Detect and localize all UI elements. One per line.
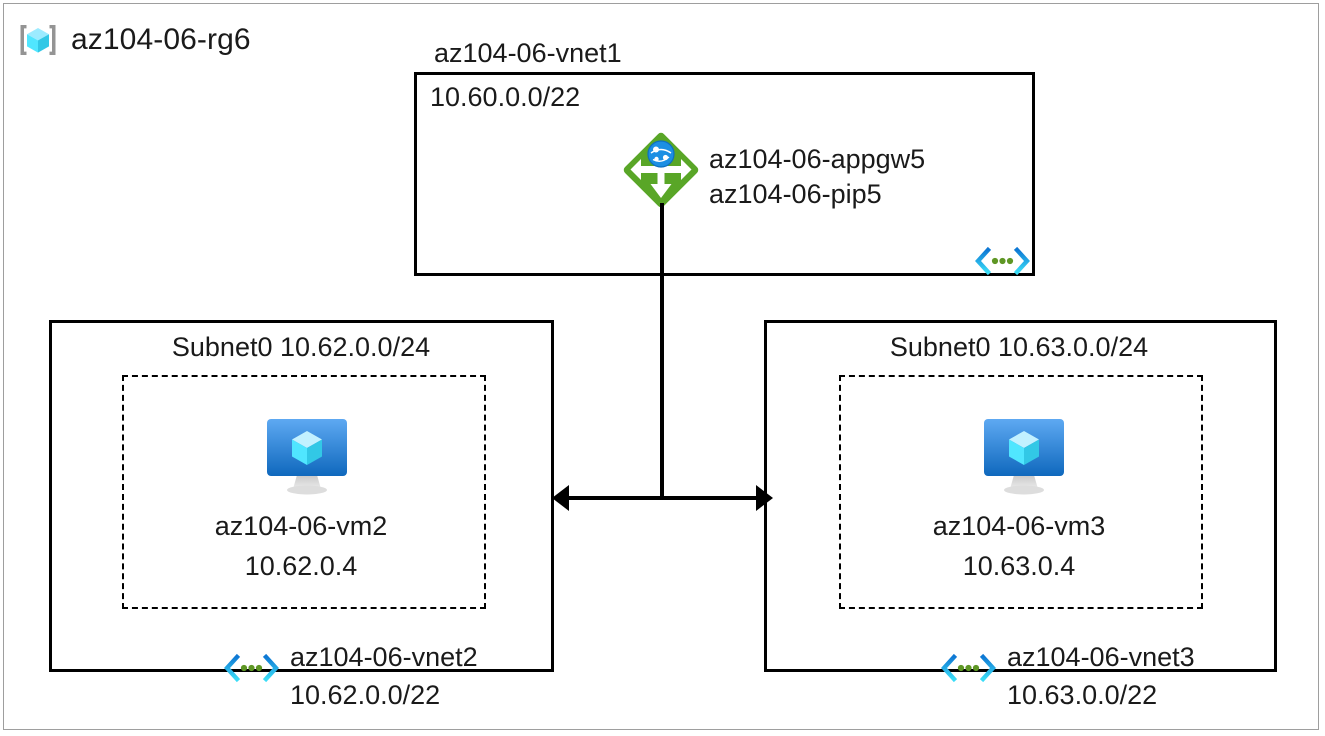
vnet2-subnet-header: Subnet0 10.62.0.0/24 [171, 332, 431, 362]
vnet3-cidr-label: 10.63.0.0/22 [1007, 680, 1158, 710]
vm2-name-label: az104-06-vm2 [214, 511, 388, 541]
appgw-name-label: az104-06-appgw5 [709, 144, 926, 174]
virtual-network-icon [941, 653, 996, 683]
vnet2-name-label: az104-06-vnet2 [290, 642, 478, 672]
peering-arrowhead-right [756, 485, 773, 511]
virtual-network-icon [975, 246, 1030, 276]
vnet3-subnet-header: Subnet0 10.63.0.0/24 [889, 332, 1149, 362]
vm3-ip-label: 10.63.0.4 [962, 551, 1076, 581]
virtual-machine-icon [976, 413, 1072, 496]
vnet1-cidr-label: 10.60.0.0/22 [430, 82, 581, 112]
resource-group-header: az104-06-rg6 [16, 18, 251, 62]
application-gateway-icon [617, 126, 705, 214]
peering-connector-line [562, 496, 756, 500]
virtual-network-icon [224, 653, 279, 683]
peering-arrowhead-left [552, 485, 569, 511]
resource-group-name: az104-06-rg6 [71, 23, 251, 56]
vnet2-subnet-dashed-boundary [122, 375, 486, 609]
vm3-name-label: az104-06-vm3 [932, 511, 1106, 541]
virtual-machine-icon [259, 413, 355, 496]
vnet3-subnet-dashed-boundary [839, 375, 1203, 609]
resource-group-cube-icon [16, 18, 60, 62]
vnet1-box [414, 72, 1035, 276]
vnet3-name-label: az104-06-vnet3 [1007, 642, 1195, 672]
appgw-connector-line [660, 203, 664, 498]
appgw-public-ip-label: az104-06-pip5 [709, 179, 882, 209]
vnet1-name-label: az104-06-vnet1 [434, 38, 622, 68]
vnet2-cidr-label: 10.62.0.0/22 [290, 680, 441, 710]
vm2-ip-label: 10.62.0.4 [244, 551, 358, 581]
